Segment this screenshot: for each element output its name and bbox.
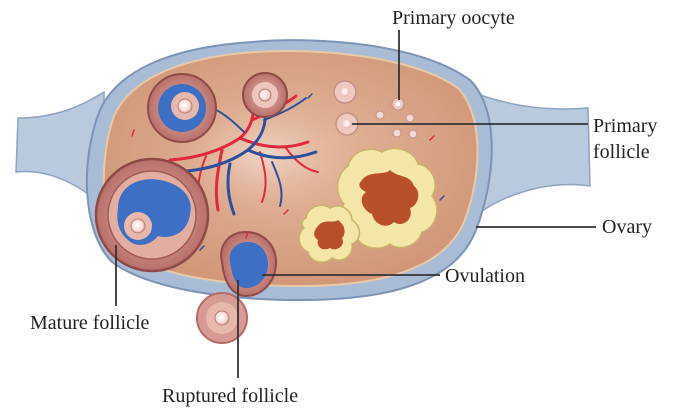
label-ovulation: Ovulation — [445, 264, 525, 288]
mature-follicle — [96, 159, 208, 271]
label-ruptured-follicle: Ruptured follicle — [162, 384, 298, 408]
early-follicle — [243, 73, 287, 117]
secondary-follicle — [148, 74, 216, 142]
label-mature-follicle: Mature follicle — [30, 311, 149, 335]
label-primary-oocyte: Primary oocyte — [392, 6, 515, 30]
released-oocyte — [197, 293, 247, 343]
corpus-luteum-small — [299, 205, 359, 262]
label-primary-follicle: Primary follicle — [593, 113, 679, 165]
label-ovary: Ovary — [602, 215, 652, 239]
ovulating-follicle — [221, 232, 276, 296]
